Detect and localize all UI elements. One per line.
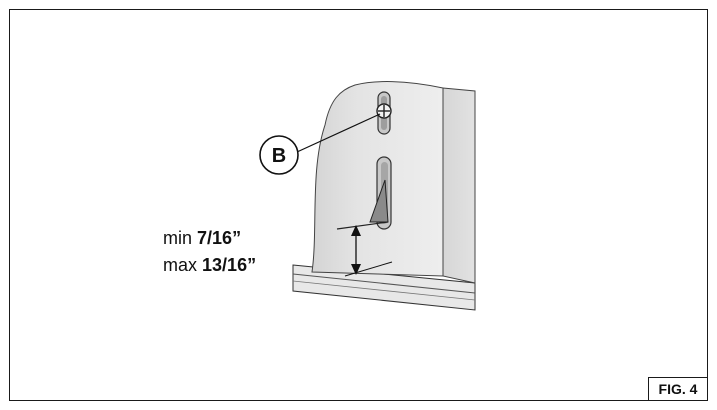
- callout-leader: [296, 113, 381, 153]
- dimension-max-label: max 13/16”: [163, 255, 256, 276]
- screw-b-icon: [376, 103, 392, 119]
- dimension-arrow: [344, 225, 393, 277]
- callout-letter: B: [272, 145, 286, 167]
- dimension-min-label: min 7/16”: [163, 228, 241, 249]
- limit-tab: [369, 179, 389, 223]
- max-prefix: max: [163, 255, 198, 275]
- panel-side: [442, 87, 476, 284]
- base-plate: [292, 264, 476, 311]
- min-value: 7/16”: [197, 228, 242, 248]
- min-prefix: min: [163, 228, 193, 248]
- max-value: 13/16”: [202, 255, 257, 275]
- callout-b: B: [259, 135, 299, 175]
- figure-frame: [9, 9, 708, 401]
- figure-label: FIG. 4: [648, 377, 708, 401]
